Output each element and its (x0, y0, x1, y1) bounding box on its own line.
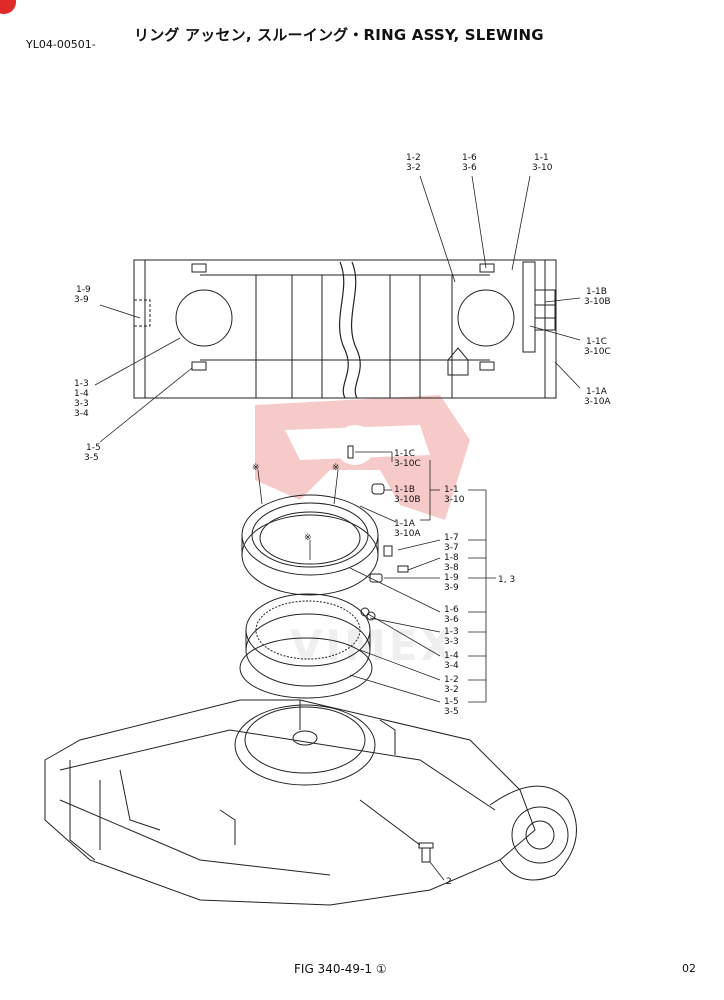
cross-section-view (133, 259, 557, 399)
callout-1-3: 1-3 (74, 379, 89, 389)
reference-mark: ※ (252, 463, 260, 473)
callout-1-1: 1-1 (534, 153, 549, 163)
exp-callout-1-4: 1-4 (444, 651, 459, 661)
exp-callout-1-1: 1-1 (444, 485, 459, 495)
exp-callout-group-1-3: 1, 3 (498, 575, 515, 585)
callout-3-3: 3-3 (74, 399, 89, 409)
exp-callout-3-10b: 3-10B (394, 495, 421, 505)
small-parts (347, 445, 434, 863)
slewing-ring-outer (241, 494, 379, 596)
exp-callout-3-10c: 3-10C (394, 459, 421, 469)
exp-callout-3-7: 3-7 (444, 543, 459, 553)
exp-callout-3-5: 3-5 (444, 707, 459, 717)
exp-callout-3-8: 3-8 (444, 563, 459, 573)
callout-3-2: 3-2 (406, 163, 421, 173)
page-number: 02 (682, 962, 696, 975)
undercarriage-frame (44, 699, 577, 906)
callout-3-10c: 3-10C (584, 347, 611, 357)
callout-1-5: 1-5 (86, 443, 101, 453)
callout-1-1b: 1-1B (586, 287, 607, 297)
exp-callout-3-4: 3-4 (444, 661, 459, 671)
watermark-text: VIMEX (290, 621, 456, 670)
page-title: リング アッセン, スルーイング・RING ASSY, SLEWING (134, 26, 544, 44)
exp-callout-1-1a: 1-1A (394, 519, 416, 529)
callout-3-9: 3-9 (74, 295, 89, 305)
exp-callout-3-2: 3-2 (444, 685, 459, 695)
callout-1-6: 1-6 (462, 153, 477, 163)
callout-3-10: 3-10 (532, 163, 553, 173)
exp-callout-1-8: 1-8 (444, 553, 459, 563)
exp-callout-3-3: 3-3 (444, 637, 459, 647)
callout-3-10b: 3-10B (584, 297, 611, 307)
callout-labels: 1-2 3-2 1-6 3-6 1-1 3-10 1-9 3-9 1-1B 3-… (74, 153, 611, 887)
exp-callout-1-7: 1-7 (444, 533, 459, 543)
reference-mark: ※ (332, 463, 340, 473)
callout-3-6: 3-6 (462, 163, 477, 173)
document-code: YL04-00501- (26, 38, 96, 51)
reference-mark: ※ (304, 533, 312, 543)
callout-bolt-2: 2 (446, 877, 452, 887)
exp-callout-1-1b: 1-1B (394, 485, 415, 495)
callout-1-1a: 1-1A (586, 387, 608, 397)
exp-callout-3-10: 3-10 (444, 495, 465, 505)
exp-callout-1-9: 1-9 (444, 573, 459, 583)
exp-callout-1-3: 1-3 (444, 627, 459, 637)
watermark-logo: VIMEX (255, 395, 470, 670)
corner-badge-number: 9 (10, 0, 16, 1)
slewing-ring-gear (239, 593, 373, 699)
callout-1-1c: 1-1C (586, 337, 607, 347)
exp-callout-3-6: 3-6 (444, 615, 459, 625)
callout-1-2: 1-2 (406, 153, 421, 163)
callout-3-10a: 3-10A (584, 397, 611, 407)
callout-1-4: 1-4 (74, 389, 89, 399)
callout-1-9: 1-9 (76, 285, 91, 295)
exp-callout-1-2: 1-2 (444, 675, 459, 685)
exp-callout-1-5: 1-5 (444, 697, 459, 707)
callout-3-5: 3-5 (84, 453, 99, 463)
leader-lines-exploded (257, 451, 496, 881)
exp-callout-3-10a: 3-10A (394, 529, 421, 539)
exp-callout-1-6: 1-6 (444, 605, 459, 615)
exp-callout-1-1c: 1-1C (394, 449, 415, 459)
exp-callout-3-9: 3-9 (444, 583, 459, 593)
leader-lines-top (94, 175, 581, 443)
figure-number: FIG 340-49-1 ① (294, 962, 387, 976)
corner-badge: 9 (0, 0, 16, 14)
callout-3-4: 3-4 (74, 409, 89, 419)
